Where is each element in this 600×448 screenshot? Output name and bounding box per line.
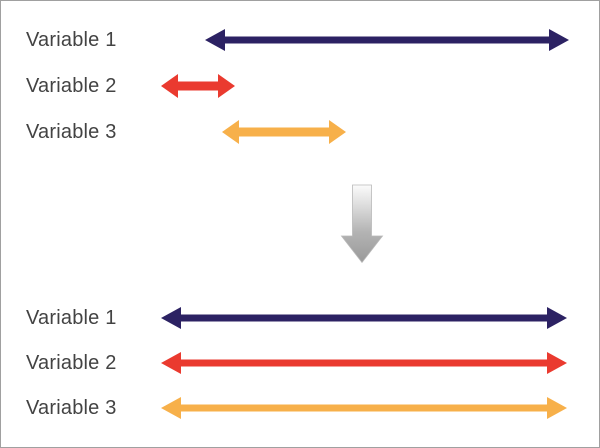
bottom-row-1-label: Variable 1 [26,307,117,329]
top-row-1-arrow [205,29,569,51]
down-arrow-icon [340,184,384,264]
bottom-row-2-arrow [161,352,567,374]
top-row-1-label: Variable 1 [26,29,117,51]
bottom-row-2-label: Variable 2 [26,352,117,374]
top-row-3-arrow [222,120,346,144]
top-row-2-label: Variable 2 [26,75,117,97]
bottom-row-3-label: Variable 3 [26,397,117,419]
top-row-3-label: Variable 3 [26,121,117,143]
top-row-2-arrow [161,74,235,98]
after-group: Variable 1 Variable 2 Variable 3 [0,285,600,448]
bottom-row-3-arrow [161,397,567,419]
bottom-row-1-arrow [161,307,567,329]
before-group: Variable 1 Variable 2 Variable 3 [0,0,600,175]
